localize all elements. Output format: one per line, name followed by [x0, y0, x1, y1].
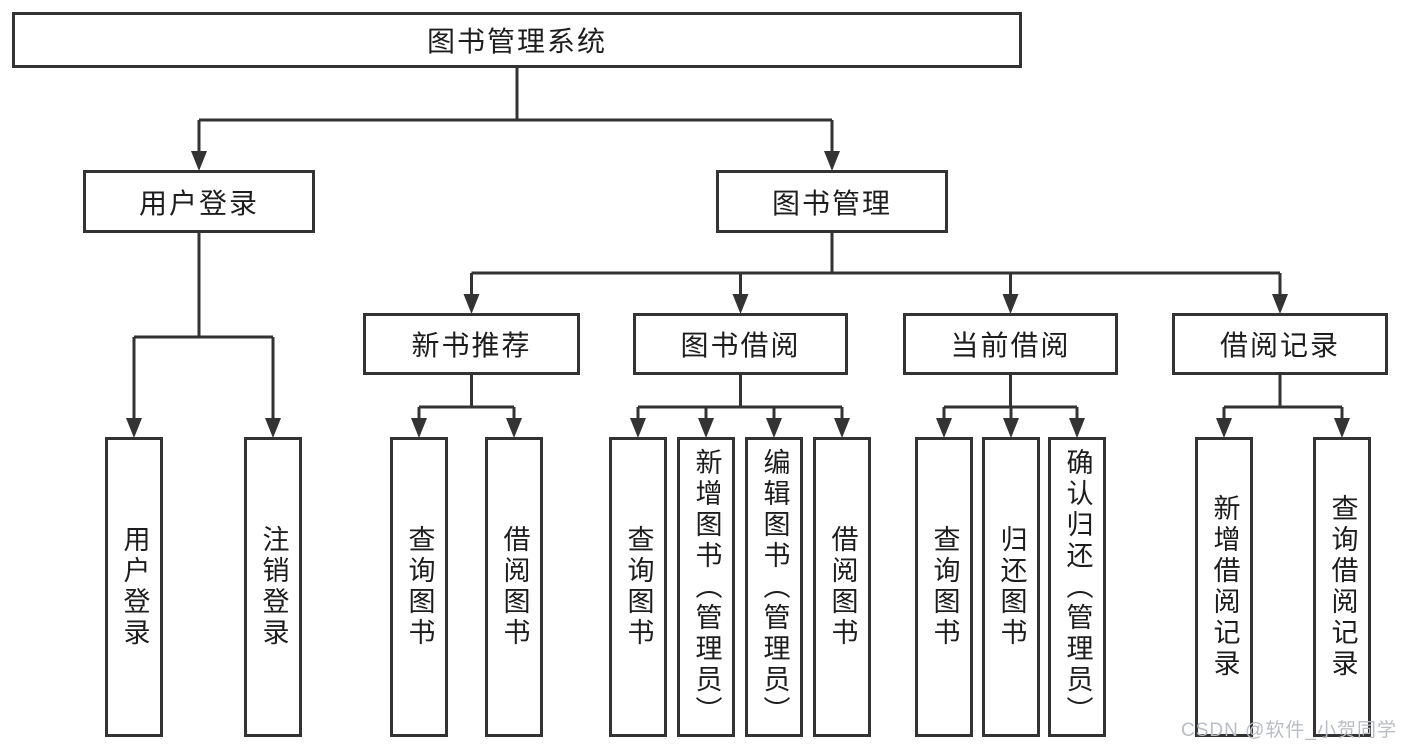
arrowhead-down-icon — [732, 294, 749, 314]
arrowhead-down-icon — [766, 418, 782, 438]
node-leaf-confirm-return-admin: 确认归还（管理员） — [1048, 437, 1106, 737]
node-label-leaf-add-borrow-record: 新增借阅记录 — [1209, 494, 1240, 680]
node-new-book-recommend: 新书推荐 — [363, 313, 580, 375]
node-label-leaf-user-login: 用户登录 — [119, 525, 150, 649]
node-label-book-borrowing: 图书借阅 — [680, 330, 801, 361]
node-leaf-logout: 注销登录 — [244, 437, 302, 737]
node-label-current-borrowing: 当前借阅 — [950, 330, 1071, 361]
node-label-leaf-return-books: 归还图书 — [996, 525, 1027, 649]
arrowhead-down-icon — [1334, 418, 1350, 438]
node-label-borrowing-records: 借阅记录 — [1219, 330, 1340, 361]
node-leaf-add-borrow-record: 新增借阅记录 — [1195, 437, 1253, 737]
node-label-leaf-add-books-admin: 新增图书（管理员） — [691, 447, 722, 727]
arrowhead-down-icon — [191, 151, 207, 171]
arrowhead-down-icon — [630, 418, 646, 438]
node-current-borrowing: 当前借阅 — [903, 313, 1118, 375]
node-leaf-query-borrow-record: 查询借阅记录 — [1313, 437, 1371, 737]
watermark: CSDN @软件_小贺同学 — [1181, 720, 1397, 741]
node-label-leaf-borrow-books-borrowing: 借阅图书 — [827, 525, 858, 649]
node-leaf-user-login: 用户登录 — [105, 437, 163, 737]
node-label-root: 图书管理系统 — [426, 26, 607, 57]
arrowhead-down-icon — [1002, 294, 1019, 314]
node-label-leaf-edit-books-admin: 编辑图书（管理员） — [759, 447, 790, 727]
node-leaf-query-books-recommend: 查询图书 — [390, 437, 448, 737]
node-label-leaf-logout: 注销登录 — [258, 525, 289, 649]
arrowhead-down-icon — [936, 418, 952, 438]
arrowhead-down-icon — [411, 418, 427, 438]
node-root: 图书管理系统 — [12, 12, 1022, 68]
arrowhead-down-icon — [1003, 418, 1019, 438]
arrowhead-down-icon — [1272, 294, 1288, 314]
node-leaf-borrow-books-borrowing: 借阅图书 — [813, 437, 871, 737]
node-label-leaf-query-books-recommend: 查询图书 — [404, 525, 435, 649]
node-leaf-edit-books-admin: 编辑图书（管理员） — [745, 437, 803, 737]
node-leaf-query-books-current: 查询图书 — [915, 437, 973, 737]
node-label-book-management: 图书管理 — [771, 187, 892, 219]
arrowhead-down-icon — [1216, 418, 1232, 438]
arrowhead-down-icon — [126, 418, 142, 438]
arrowhead-down-icon — [1069, 418, 1085, 438]
arrowhead-down-icon — [824, 151, 840, 171]
node-leaf-borrow-books-recommend: 借阅图书 — [485, 437, 543, 737]
node-label-leaf-confirm-return-admin: 确认归还（管理员） — [1062, 447, 1093, 727]
node-user-login: 用户登录 — [83, 170, 315, 233]
node-leaf-add-books-admin: 新增图书（管理员） — [677, 437, 735, 737]
node-borrowing-records: 借阅记录 — [1172, 313, 1388, 375]
node-leaf-query-books-borrowing: 查询图书 — [609, 437, 667, 737]
node-book-borrowing: 图书借阅 — [633, 313, 848, 375]
node-book-management: 图书管理 — [716, 170, 948, 233]
arrowhead-down-icon — [698, 418, 714, 438]
node-label-leaf-query-borrow-record: 查询借阅记录 — [1327, 494, 1358, 680]
node-leaf-return-books: 归还图书 — [982, 437, 1040, 737]
node-label-leaf-borrow-books-recommend: 借阅图书 — [499, 525, 530, 649]
arrowhead-down-icon — [834, 418, 850, 438]
node-label-user-login: 用户登录 — [138, 187, 259, 219]
node-label-new-book-recommend: 新书推荐 — [411, 330, 532, 361]
node-label-leaf-query-books-borrowing: 查询图书 — [623, 525, 654, 649]
node-label-leaf-query-books-current: 查询图书 — [929, 525, 960, 649]
arrowhead-down-icon — [265, 418, 281, 438]
arrowhead-down-icon — [463, 294, 480, 314]
arrowhead-down-icon — [506, 418, 522, 438]
